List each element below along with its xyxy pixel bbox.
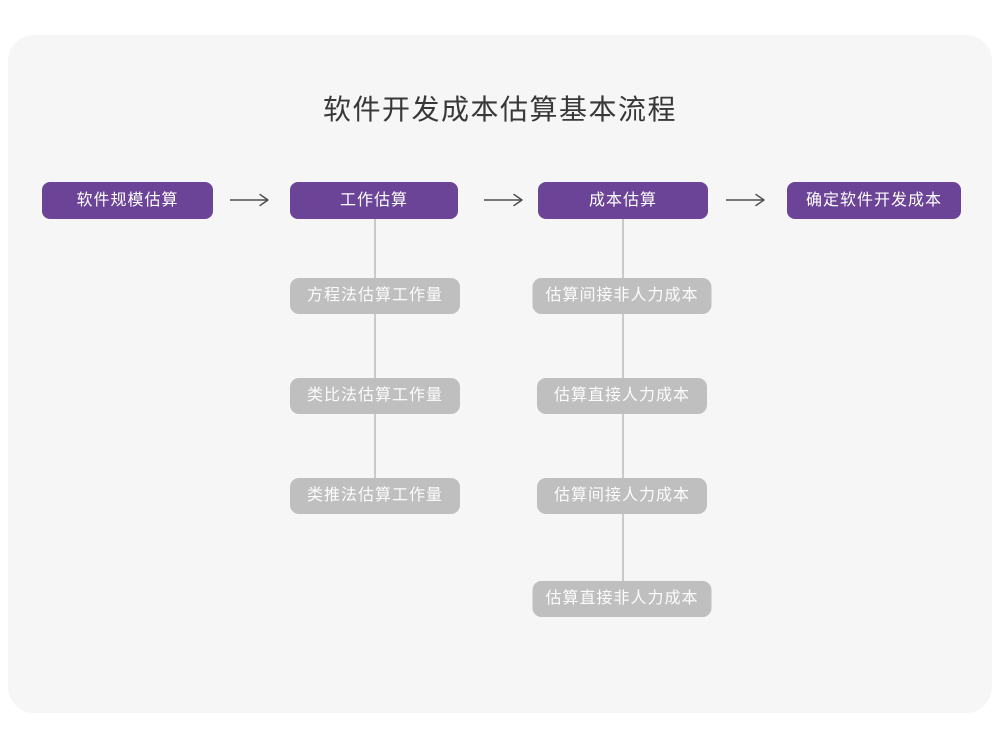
diagram-card [8, 35, 992, 713]
substep-indirect-nonlabor-cost: 估算间接非人力成本 [532, 278, 712, 314]
flow-arrow-icon [230, 193, 269, 207]
flow-arrow-icon [726, 193, 765, 207]
flow-arrow-icon [484, 193, 523, 207]
substep-direct-labor-cost: 估算直接人力成本 [537, 378, 707, 414]
diagram-title: 软件开发成本估算基本流程 [322, 94, 677, 125]
substep-extrapolation-method: 类推法估算工作量 [290, 478, 460, 514]
flow-step-work-estimation: 工作估算 [290, 182, 458, 219]
substep-indirect-labor-cost: 估算间接人力成本 [537, 478, 707, 514]
flow-step-software-scale: 软件规模估算 [42, 182, 213, 219]
flow-step-cost-estimation: 成本估算 [538, 182, 708, 219]
substep-analogy-method: 类比法估算工作量 [290, 378, 460, 414]
connector-line-work [374, 219, 376, 496]
flow-step-final-cost: 确定软件开发成本 [787, 182, 961, 219]
substep-direct-nonlabor-cost: 估算直接非人力成本 [532, 581, 712, 617]
substep-equation-method: 方程法估算工作量 [290, 278, 460, 314]
